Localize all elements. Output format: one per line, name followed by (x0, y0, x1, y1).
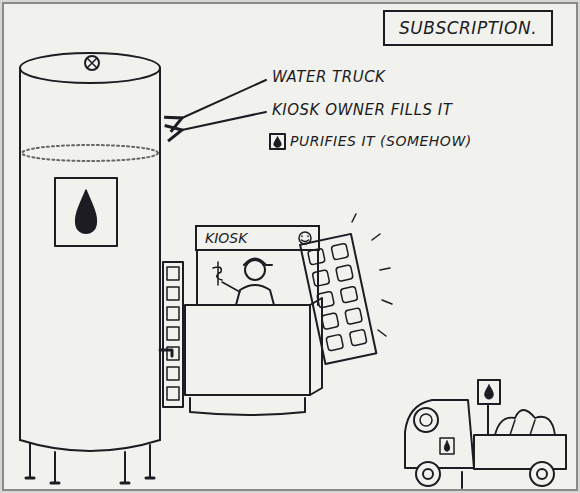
drop-icon (270, 134, 285, 149)
water-tank (30, 443, 150, 483)
leader-line (182, 112, 266, 130)
subscription-cards (317, 291, 335, 308)
kiosk-booth (302, 236, 309, 242)
subscription-cards (312, 270, 330, 287)
water-truck (530, 462, 554, 486)
kiosk-booth (167, 347, 179, 360)
water-truck (405, 400, 474, 468)
annotation-note: PURIFIES IT (SOMEHOW) (290, 133, 472, 149)
water-truck (423, 469, 433, 479)
water-tank (22, 145, 158, 161)
subscription-cards (300, 214, 392, 364)
water-truck (440, 438, 454, 454)
water-truck (414, 408, 438, 432)
water-tank (20, 440, 160, 451)
kiosk-booth (244, 259, 272, 266)
kiosk-booth (167, 287, 179, 300)
water-truck (510, 420, 535, 435)
water-tank (20, 68, 160, 440)
water-truck (495, 410, 555, 435)
annotation-note: WATER TRUCK (272, 68, 385, 86)
subscription-cards (300, 234, 376, 364)
water-tank (87, 58, 97, 68)
kiosk-booth (167, 267, 179, 400)
water-tank (20, 53, 160, 83)
leader-line (182, 80, 266, 130)
kiosk-booth (163, 232, 322, 415)
water-tank (26, 478, 154, 483)
kiosk-booth (167, 327, 179, 340)
kiosk-booth (236, 285, 274, 305)
annotation-note: KIOSK OWNER FILLS IT (272, 101, 452, 119)
kiosk-booth (245, 260, 265, 280)
kiosk-booth (213, 262, 240, 292)
water-truck (478, 380, 500, 404)
kiosk-sign: KIOSK (195, 225, 320, 251)
water-truck (461, 472, 463, 488)
kiosk-booth (197, 251, 318, 305)
kiosk-booth (167, 367, 179, 380)
water-tank (85, 56, 99, 70)
water-truck (444, 441, 449, 451)
sketch-title: SUBSCRIPTION. (383, 10, 553, 46)
board-surface (3, 3, 577, 490)
water-tank (55, 178, 117, 246)
kiosk-booth (310, 298, 322, 395)
water-truck (474, 435, 566, 469)
subscription-cards (331, 243, 349, 260)
kiosk-booth (167, 307, 179, 320)
water-truck (405, 380, 566, 488)
water-truck (537, 469, 547, 479)
kiosk-booth (167, 387, 179, 400)
kiosk-booth (190, 398, 305, 415)
subscription-cards (349, 329, 367, 346)
water-tank (76, 190, 97, 233)
subscription-cards (321, 313, 339, 330)
subscription-cards (352, 214, 392, 336)
water-truck (485, 385, 494, 399)
water-tank (20, 53, 172, 483)
leader-line (182, 80, 266, 118)
drop-icon (270, 134, 285, 149)
water-truck (420, 414, 432, 426)
subscription-cards (300, 234, 376, 364)
subscription-cards (326, 334, 344, 351)
water-tank (160, 350, 172, 356)
sign-text: KIOSK (205, 230, 247, 246)
kiosk-booth (185, 305, 310, 395)
drop-icon (274, 137, 281, 147)
subscription-cards (340, 286, 358, 303)
subscription-cards (336, 265, 354, 282)
kiosk-booth (163, 262, 183, 407)
water-truck (487, 404, 489, 435)
subscription-cards (345, 308, 363, 325)
kiosk-booth (167, 267, 179, 280)
subscription-cards (308, 243, 367, 351)
water-truck (416, 462, 440, 486)
whiteboard-sketch (20, 53, 566, 488)
